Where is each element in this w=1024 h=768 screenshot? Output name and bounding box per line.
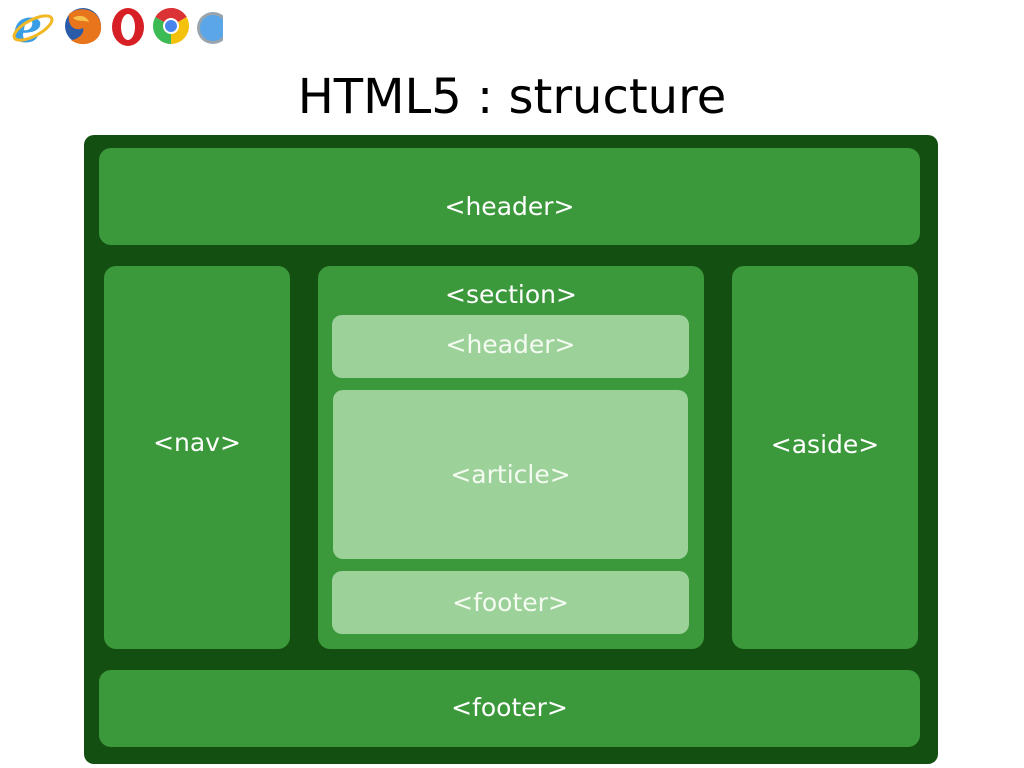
firefox-icon: [65, 8, 102, 45]
header-block: <header>: [99, 148, 920, 245]
aside-block: <aside>: [732, 266, 918, 649]
section-block-label: <section>: [445, 280, 577, 309]
safari-icon: [197, 12, 223, 44]
browser-logos: e: [11, 4, 223, 48]
opera-icon: [112, 8, 144, 46]
browser-logos-graphic: e: [12, 4, 223, 48]
section-header-block: <header>: [332, 315, 689, 378]
nav-block: <nav>: [104, 266, 290, 649]
section-footer-block: <footer>: [332, 571, 689, 634]
section-footer-label: <footer>: [452, 588, 569, 617]
section-header-label: <header>: [445, 330, 576, 359]
footer-block-label: <footer>: [451, 693, 568, 722]
internet-explorer-icon: e: [12, 4, 54, 48]
slide-title: HTML5 : structure: [297, 69, 727, 125]
html5-structure-diagram: <header> <nav> <section> <header> <artic…: [84, 135, 938, 764]
article-block-label: <article>: [450, 460, 571, 489]
chrome-icon: [152, 7, 190, 45]
footer-block: <footer>: [99, 670, 920, 747]
article-block: <article>: [333, 390, 688, 559]
header-block-label: <header>: [444, 192, 575, 221]
aside-block-label: <aside>: [770, 430, 880, 459]
nav-block-label: <nav>: [153, 428, 241, 457]
section-block: <section> <header> <article> <footer>: [318, 266, 704, 649]
